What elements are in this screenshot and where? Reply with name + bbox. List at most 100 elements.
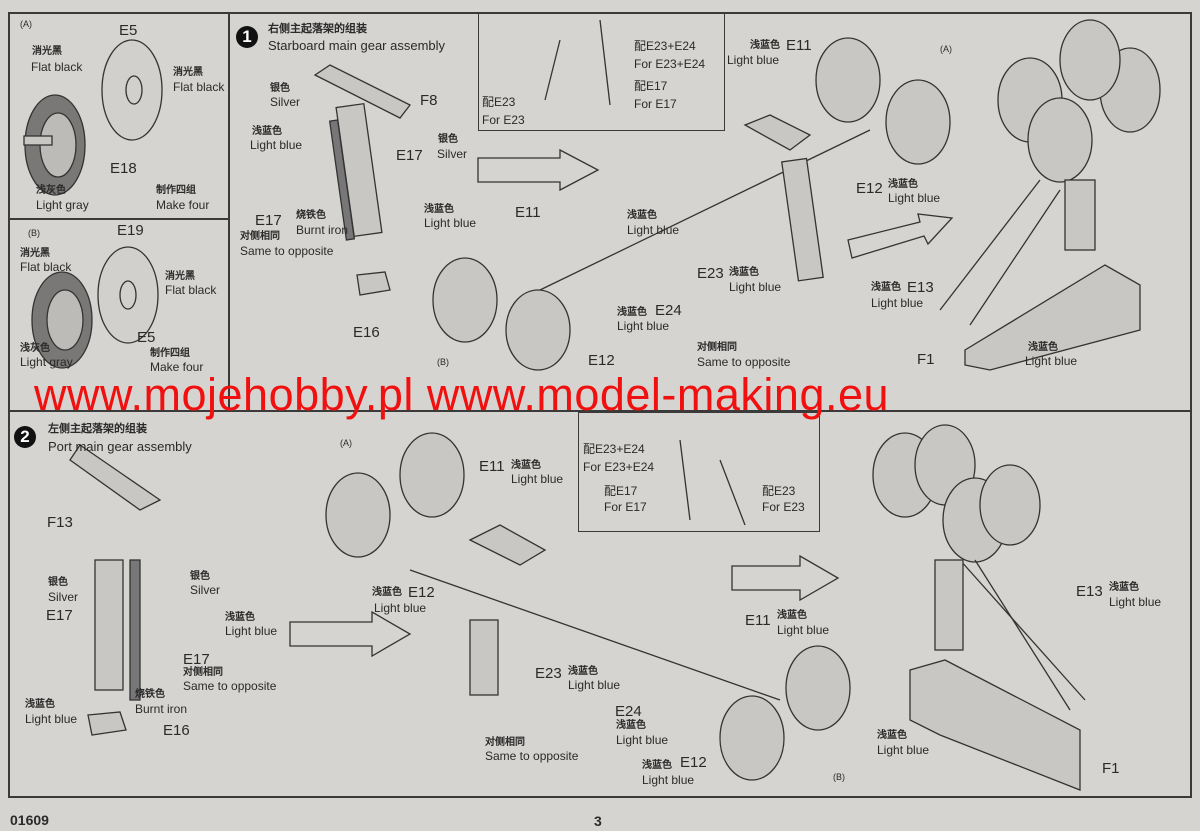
- label: Light blue: [225, 624, 278, 638]
- color-label: Flat black: [173, 80, 225, 94]
- label: Light blue: [1109, 595, 1162, 609]
- label: 浅蓝色: [871, 282, 901, 293]
- kit-code: 01609: [10, 812, 49, 828]
- wheels-drawing: [872, 424, 1041, 563]
- page-frame: [8, 12, 1192, 798]
- label: 烧铁色: [296, 210, 326, 221]
- label: Light blue: [568, 678, 621, 692]
- part-number: F1: [1102, 760, 1120, 777]
- subassembly-tag: (A): [20, 19, 32, 29]
- label: Light blue: [616, 733, 669, 747]
- step-title-cn: 左侧主起落架的组装: [48, 423, 147, 435]
- label: Light blue: [1025, 354, 1078, 368]
- inset-detail-drawing: [544, 19, 746, 526]
- label: Silver: [270, 95, 301, 109]
- inset-label: For E23: [482, 113, 525, 127]
- part-number: E24: [615, 703, 642, 720]
- label: Light blue: [727, 53, 780, 67]
- wheel-hub-drawing: [97, 246, 159, 344]
- color-label-cn: 消光黑: [32, 46, 62, 57]
- color-label-cn: 浅灰色: [36, 185, 66, 196]
- label: Light blue: [25, 712, 78, 726]
- label: 浅蓝色: [372, 587, 402, 598]
- label: Silver: [48, 590, 79, 604]
- label: Same to opposite: [697, 355, 791, 369]
- gear-strut-drawing: [313, 64, 411, 296]
- label: 浅蓝色: [424, 204, 454, 215]
- part-number: E12: [408, 584, 435, 601]
- part-number: E11: [745, 612, 771, 629]
- inset-label: 配E23: [762, 484, 796, 498]
- part-number: E17: [46, 607, 73, 624]
- inset-label: 配E23+E24: [634, 39, 696, 53]
- gear-axle-drawing: [539, 114, 871, 291]
- part-number: E18: [110, 160, 137, 177]
- label: Light blue: [511, 472, 564, 486]
- label: 银色: [190, 571, 210, 582]
- quantity-note: Make four: [156, 198, 210, 212]
- label: Light blue: [642, 773, 695, 787]
- arrow-drawing: [289, 610, 412, 658]
- inset-box-step1: [478, 12, 725, 131]
- step-title-cn: 右侧主起落架的组装: [268, 23, 367, 35]
- label: 对侧相同: [485, 737, 525, 748]
- wheel-tire-drawing: [23, 94, 86, 196]
- label: Light blue: [617, 319, 670, 333]
- label: 浅蓝色: [225, 612, 255, 623]
- label: 浅蓝色: [729, 267, 759, 278]
- label: Light blue: [374, 601, 427, 615]
- subassembly-tag: (A): [940, 44, 952, 54]
- color-label: Light gray: [36, 198, 89, 212]
- label: 对侧相同: [240, 231, 280, 242]
- part-number: E12: [856, 180, 883, 197]
- part-number: F1: [917, 351, 935, 368]
- label: Light blue: [729, 280, 782, 294]
- quantity-note: Make four: [150, 360, 204, 374]
- inset-label: 配E23: [482, 95, 516, 109]
- part-number: E17: [183, 651, 210, 668]
- label: 浅蓝色: [252, 126, 282, 137]
- part-number: E16: [353, 324, 380, 341]
- divider: [228, 12, 230, 411]
- step-title: Port main gear assembly: [48, 439, 192, 454]
- label: 对侧相同: [697, 342, 737, 353]
- inset-label: For E23: [762, 500, 805, 514]
- gear-leg-drawing: [934, 559, 1086, 711]
- inset-label: For E23+E24: [583, 460, 655, 474]
- inset-label: For E17: [604, 500, 647, 514]
- wheels-drawing: [997, 19, 1161, 183]
- wheel-hub-drawing: [101, 39, 163, 141]
- wheel-well-drawing: [964, 264, 1141, 371]
- inset-label: 配E23+E24: [583, 442, 645, 456]
- label: 浅蓝色: [777, 610, 807, 621]
- label: 浅蓝色: [1028, 342, 1058, 353]
- part-number: F13: [47, 514, 73, 531]
- part-number: E13: [907, 279, 934, 296]
- gear-axle-drawing: [409, 524, 781, 701]
- inset-label: For E17: [634, 97, 677, 111]
- gear-strut-drawing: [69, 444, 162, 736]
- step-title: Starboard main gear assembly: [268, 38, 446, 53]
- label: Burnt iron: [296, 223, 349, 237]
- label: 浅蓝色: [1109, 582, 1139, 593]
- color-label-cn: 消光黑: [165, 271, 195, 282]
- step-number: 1: [236, 26, 258, 48]
- color-label: Flat black: [20, 260, 72, 274]
- label: 银色: [438, 134, 458, 145]
- label: Silver: [190, 583, 221, 597]
- arrow-drawing: [477, 148, 600, 192]
- part-number: E5: [119, 22, 138, 39]
- color-label: Flat black: [31, 60, 83, 74]
- label: 烧铁色: [135, 689, 165, 700]
- divider: [8, 410, 1190, 412]
- page-number: 3: [594, 813, 602, 829]
- part-number: E5: [137, 329, 156, 346]
- label: Burnt iron: [135, 702, 188, 716]
- label: 银色: [270, 83, 290, 94]
- part-number: E17: [255, 212, 282, 229]
- label: Light blue: [877, 743, 930, 757]
- quantity-note-cn: 制作四组: [150, 348, 190, 359]
- wheels-drawing: [432, 37, 951, 371]
- arrow-drawing: [847, 213, 954, 259]
